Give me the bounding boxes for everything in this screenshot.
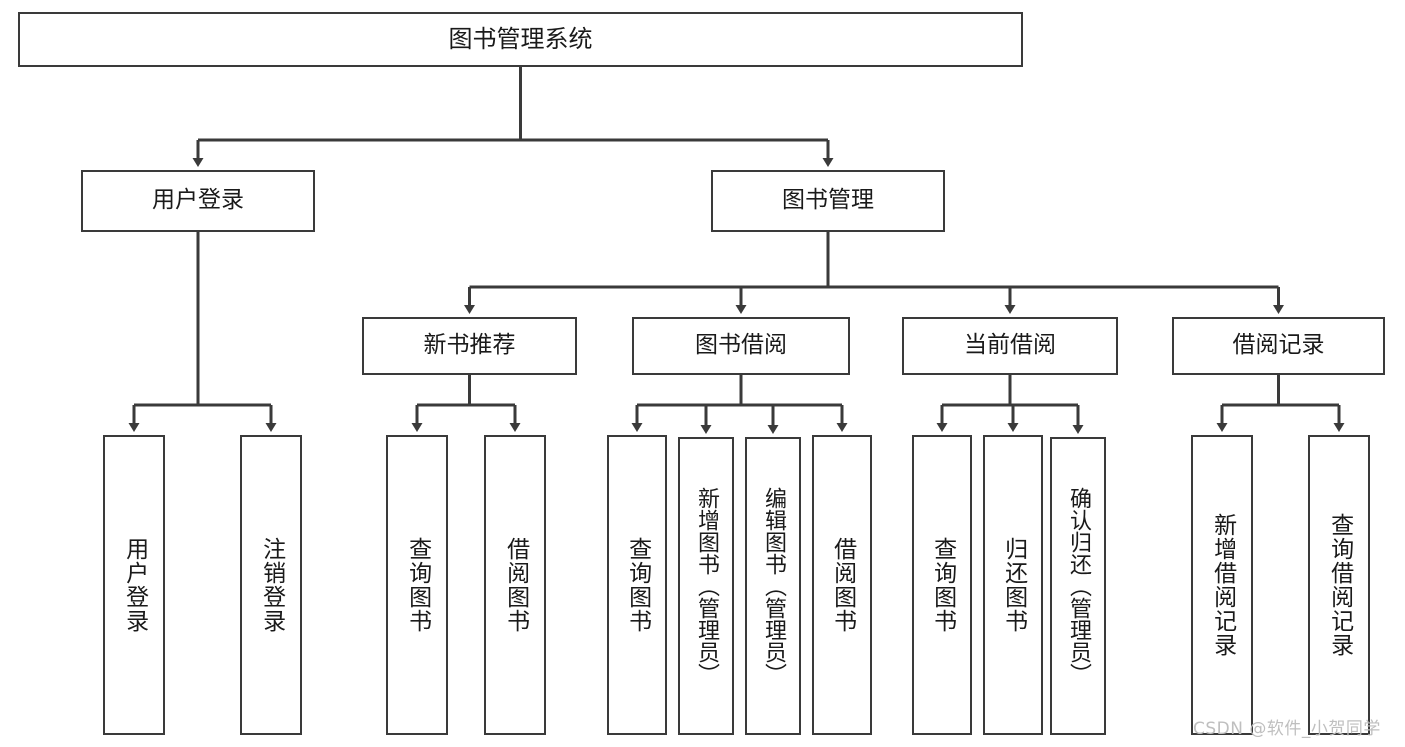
- node-leaf-cur-query[interactable]: 查询图书: [912, 435, 972, 735]
- node-root[interactable]: 图书管理系统: [18, 12, 1023, 67]
- node-new-book-rec[interactable]: 新书推荐: [362, 317, 577, 375]
- node-label: 查询图书: [929, 537, 956, 633]
- node-book-manage[interactable]: 图书管理: [711, 170, 945, 232]
- node-current-borrow[interactable]: 当前借阅: [902, 317, 1118, 375]
- node-book-borrow[interactable]: 图书借阅: [632, 317, 850, 375]
- node-label: 新书推荐: [423, 332, 516, 359]
- node-label: 当前借阅: [964, 332, 1056, 359]
- node-leaf-user-logout[interactable]: 注销登录: [240, 435, 302, 735]
- node-label: 注销登录: [258, 537, 285, 633]
- node-leaf-cur-return[interactable]: 归还图书: [983, 435, 1043, 735]
- node-label: 新增借阅记录: [1209, 513, 1236, 657]
- node-leaf-brw-borrow[interactable]: 借阅图书: [812, 435, 872, 735]
- node-label: 借阅记录: [1232, 332, 1325, 359]
- node-user-login[interactable]: 用户登录: [81, 170, 315, 232]
- node-label: 用户登录: [121, 537, 148, 633]
- node-label: 借阅图书: [502, 537, 529, 633]
- node-leaf-brw-edit[interactable]: 编辑图书（管理员）: [745, 437, 801, 735]
- node-label: 查询图书: [404, 537, 431, 633]
- node-leaf-brw-add[interactable]: 新增图书（管理员）: [678, 437, 734, 735]
- node-label: 查询图书: [624, 537, 651, 633]
- node-leaf-rec-query[interactable]: 查询图书: [386, 435, 448, 735]
- node-label: 图书管理系统: [448, 25, 593, 54]
- node-label: 编辑图书（管理员）: [760, 487, 786, 685]
- node-label: 归还图书: [1000, 537, 1027, 633]
- node-label: 新增图书（管理员）: [693, 487, 719, 685]
- node-leaf-rec-borrow[interactable]: 借阅图书: [484, 435, 546, 735]
- node-leaf-user-login[interactable]: 用户登录: [103, 435, 165, 735]
- node-label: 图书借阅: [695, 332, 787, 359]
- node-label: 借阅图书: [829, 537, 856, 633]
- node-label: 确认归还（管理员）: [1065, 487, 1091, 685]
- csdn-watermark: CSDN @软件_小贺同学: [1193, 719, 1381, 739]
- node-leaf-brw-query[interactable]: 查询图书: [607, 435, 667, 735]
- node-label: 图书管理: [782, 187, 874, 214]
- node-label: 查询借阅记录: [1326, 513, 1353, 657]
- node-leaf-cur-confirm[interactable]: 确认归还（管理员）: [1050, 437, 1106, 735]
- node-label: 用户登录: [152, 187, 244, 214]
- node-leaf-rcd-add[interactable]: 新增借阅记录: [1191, 435, 1253, 735]
- node-borrow-record[interactable]: 借阅记录: [1172, 317, 1385, 375]
- node-leaf-rcd-query[interactable]: 查询借阅记录: [1308, 435, 1370, 735]
